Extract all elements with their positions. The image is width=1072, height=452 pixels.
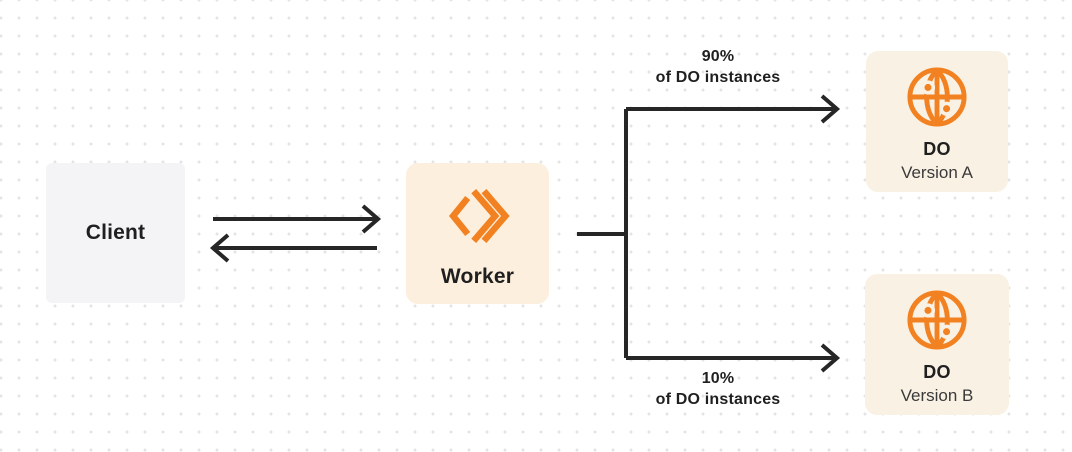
branch-label-top: 90% of DO instances [618, 46, 818, 88]
client-node: Client [46, 163, 185, 303]
arrow-worker-to-client [209, 233, 377, 263]
do-version-a-node: DO Version A [866, 51, 1008, 192]
do-version-b-label: DO [923, 362, 951, 382]
do-version-a-label: DO [923, 139, 951, 159]
arrow-to-do-version-a [626, 94, 841, 124]
do-version-b-node: DO Version B [865, 274, 1009, 415]
branch-top-percent: 90% [701, 48, 735, 65]
workers-chevrons-icon [442, 184, 514, 248]
branch-label-bottom: 10% of DO instances [618, 368, 818, 410]
branch-bottom-percent: 10% [701, 370, 735, 387]
globe-icon [903, 286, 971, 354]
arrow-client-to-worker [213, 204, 382, 234]
client-label: Client [85, 221, 146, 244]
do-version-a-sublabel: Version A [901, 163, 973, 182]
globe-icon [903, 63, 971, 131]
do-version-b-sublabel: Version B [900, 386, 974, 405]
branch-top-caption: of DO instances [655, 69, 781, 86]
worker-node: Worker [406, 163, 549, 304]
branch-bottom-caption: of DO instances [655, 391, 781, 408]
worker-label: Worker [440, 265, 515, 288]
branch-trunk-line [577, 109, 628, 358]
